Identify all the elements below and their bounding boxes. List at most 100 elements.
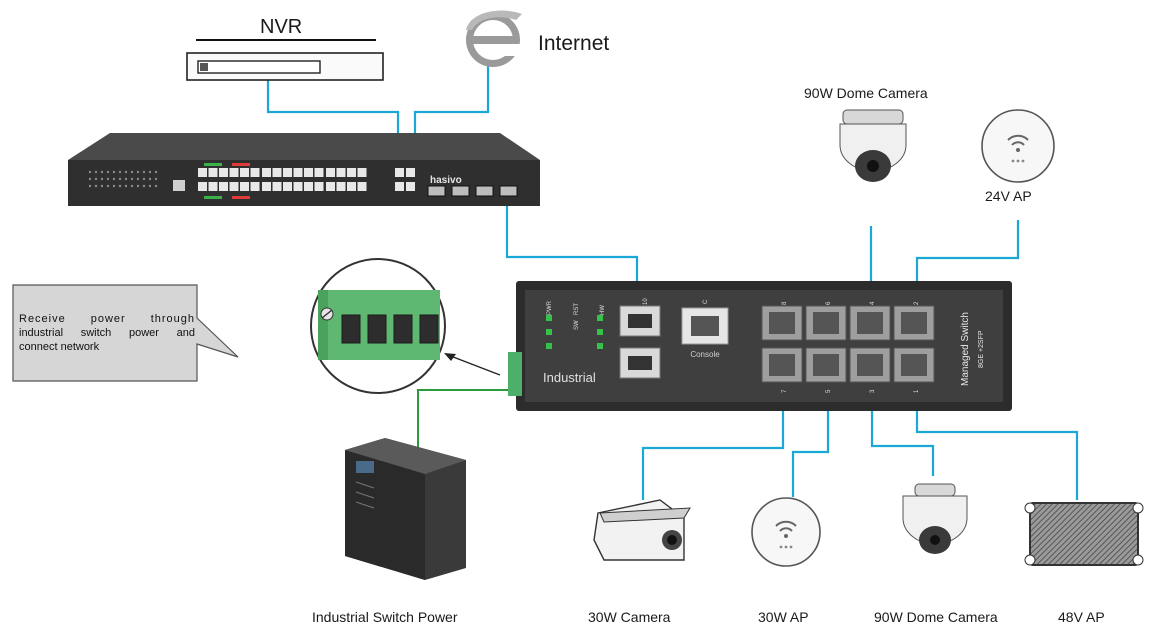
port-num-bottom-2: 5 [826, 389, 832, 393]
core-switch [68, 133, 540, 206]
label-dome-top: 90W Dome Camera [804, 85, 928, 101]
core-port-mark-red [232, 163, 250, 166]
status-led [597, 329, 603, 335]
core-led [136, 170, 140, 174]
core-switch-ports [88, 163, 415, 199]
core-led [130, 184, 134, 188]
magnifier-pointer [447, 354, 501, 376]
rj45-port [893, 305, 935, 341]
core-port [283, 182, 292, 191]
core-led [124, 184, 128, 188]
terminal-slot [341, 314, 361, 344]
core-port [198, 182, 207, 191]
nvr-drive-handle [200, 63, 208, 71]
terminal-slot [367, 314, 387, 344]
core-led [124, 170, 128, 174]
label-ap48: 48V AP [1058, 609, 1105, 625]
terminal-magnifier [310, 258, 501, 394]
terminal-block-small [508, 352, 522, 396]
core-led [148, 177, 152, 181]
core-led [100, 177, 104, 181]
port-num-top-2: 6 [826, 301, 832, 305]
terminal-slot [419, 314, 439, 344]
callout-line-1: Receive power through [19, 313, 195, 325]
core-led [136, 177, 140, 181]
status-led [597, 315, 603, 321]
port-num-bottom-3: 3 [870, 389, 876, 393]
core-led [148, 170, 152, 174]
rj45-socket [901, 354, 927, 376]
industrial-rj45-ports [761, 305, 935, 383]
console-label-c: C [703, 299, 709, 304]
core-console-port [173, 180, 185, 191]
terminal-slot [393, 314, 413, 344]
bullet-camera [593, 499, 691, 561]
core-port [240, 168, 249, 177]
core-led [118, 177, 122, 181]
core-led [100, 170, 104, 174]
core-led [88, 170, 92, 174]
link-dome-bottom [870, 395, 935, 476]
rj45-socket [857, 312, 883, 334]
core-port-mark-red [232, 196, 250, 199]
console-label: Console [690, 350, 720, 359]
link-ap30 [791, 395, 830, 497]
core-switch-brand: hasivo [430, 175, 462, 186]
core-port [336, 168, 346, 177]
core-port [250, 168, 260, 177]
callout-bubble [12, 284, 239, 382]
core-port [250, 182, 260, 191]
link-power [417, 389, 512, 450]
dome-camera-bottom [902, 483, 968, 554]
core-led [130, 177, 134, 181]
core-port [272, 182, 282, 191]
led-label-hw: HW [600, 305, 606, 315]
core-port [229, 168, 239, 177]
network-links [266, 60, 1079, 500]
core-led [112, 177, 116, 181]
core-led [94, 184, 98, 188]
port-num-top-1: 8 [782, 301, 788, 305]
callout-line-3: connect network [19, 341, 100, 353]
core-led [142, 177, 146, 181]
core-led [112, 170, 116, 174]
core-led [136, 184, 140, 188]
core-port [336, 182, 346, 191]
core-led [88, 184, 92, 188]
core-led [94, 170, 98, 174]
sfp-cage [619, 305, 661, 337]
rj45-socket [901, 312, 927, 334]
core-port-mark-green [204, 163, 222, 166]
core-led [94, 177, 98, 181]
led-label-pwr: PWR [547, 300, 553, 315]
core-sfp-cage [475, 185, 494, 197]
console-port [681, 307, 729, 345]
core-port [293, 168, 303, 177]
core-port [347, 168, 356, 177]
core-port [314, 168, 324, 177]
industrial-leds [546, 315, 603, 349]
core-uplink-port [395, 168, 404, 177]
core-port [208, 182, 218, 191]
link-ap48 [915, 395, 1079, 500]
core-sfp-cage [499, 185, 518, 197]
core-led [118, 184, 122, 188]
core-led [124, 177, 128, 181]
core-switch-sfp [427, 185, 518, 197]
rj45-port [761, 305, 803, 341]
industrial-brand: Industrial [543, 370, 596, 385]
rj45-socket [813, 354, 839, 376]
core-port [347, 182, 356, 191]
core-switch-top [68, 133, 540, 160]
nvr-device [186, 39, 384, 81]
core-led [106, 170, 110, 174]
core-led [142, 170, 146, 174]
rst-label: RST [574, 303, 580, 315]
sfp-slot [628, 314, 652, 328]
label-dome-bottom: 90W Dome Camera [874, 609, 998, 625]
ap-48v-outdoor [1024, 502, 1144, 566]
core-port [272, 168, 282, 177]
core-port [198, 168, 207, 177]
link-ap-top [915, 220, 1020, 300]
